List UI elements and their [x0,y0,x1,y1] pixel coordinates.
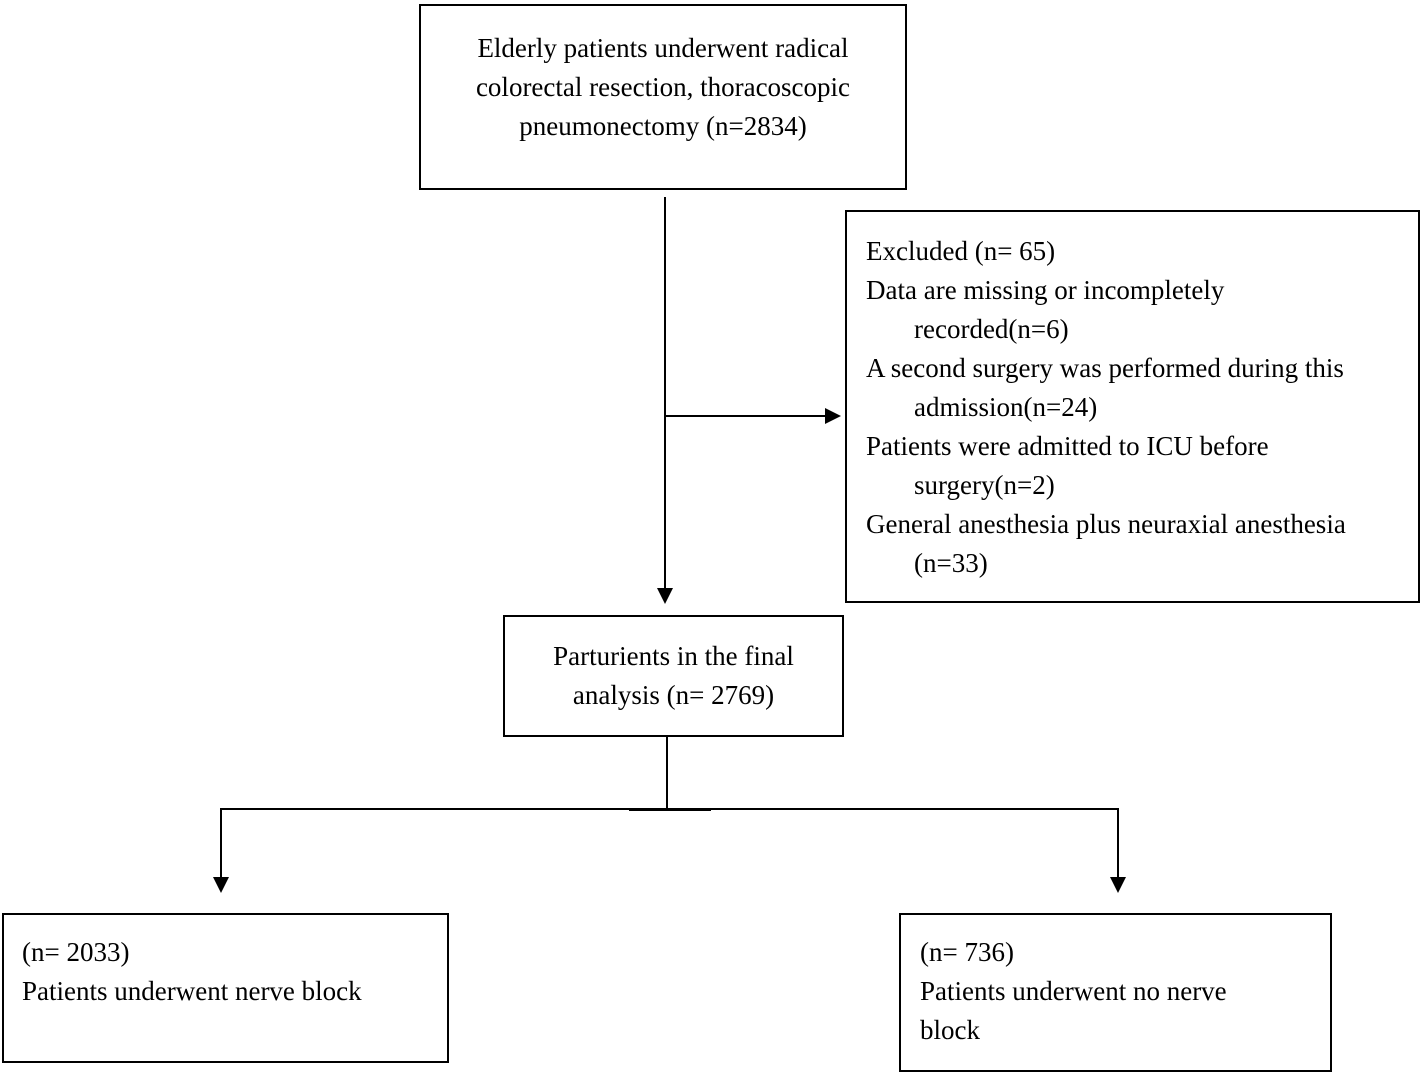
excluded-reason-2-count: admission(n=24) [914,392,1098,422]
excluded-box: Excluded (n= 65) Data are missing or inc… [845,210,1420,603]
no-nerve-block-label-line-1: Patients underwent no nerve [920,976,1227,1006]
excluded-reason-3-count: surgery(n=2) [914,470,1055,500]
nerve-block-box: (n= 2033) Patients underwent nerve block [2,913,449,1063]
left-branch-connector [220,808,222,878]
enrolled-line-1: Elderly patients underwent radical [477,33,849,63]
no-nerve-block-count: (n= 736) [920,937,1014,967]
excluded-reason-1-count: recorded(n=6) [914,314,1069,344]
split-vertical-connector [666,737,668,810]
main-vertical-connector [664,197,666,589]
no-nerve-block-box: (n= 736) Patients underwent no nerve blo… [899,913,1332,1072]
right-branch-connector [1117,808,1119,878]
arrow-to-final-box [657,588,673,604]
no-nerve-block-label-line-2: block [920,1015,980,1045]
final-line-1: Parturients in the final [553,641,794,671]
excluded-reason-3: Patients were admitted to ICU before [866,431,1269,461]
excluded-reason-4-count: (n=33) [914,548,988,578]
exclusion-branch-connector [665,415,827,417]
excluded-title: Excluded (n= 65) [866,236,1056,266]
final-line-2: analysis (n= 2769) [572,680,775,710]
final-analysis-box: Parturients in the final analysis (n= 27… [503,615,844,737]
arrow-to-nerve-block-box [213,877,229,893]
split-junction-tick [629,808,711,811]
enrolled-line-3: pneumonectomy (n=2834) [519,111,807,141]
arrow-to-no-nerve-block-box [1110,877,1126,893]
arrow-to-excluded-box [825,408,841,424]
enrolled-line-2: colorectal resection, thoracoscopic [475,72,851,102]
nerve-block-count: (n= 2033) [22,937,130,967]
excluded-reason-2: A second surgery was performed during th… [866,353,1344,383]
nerve-block-label: Patients underwent nerve block [22,976,362,1006]
excluded-reason-1: Data are missing or incompletely [866,275,1225,305]
enrolled-patients-box: Elderly patients underwent radical color… [419,4,907,190]
excluded-reason-4: General anesthesia plus neuraxial anesth… [866,509,1346,539]
